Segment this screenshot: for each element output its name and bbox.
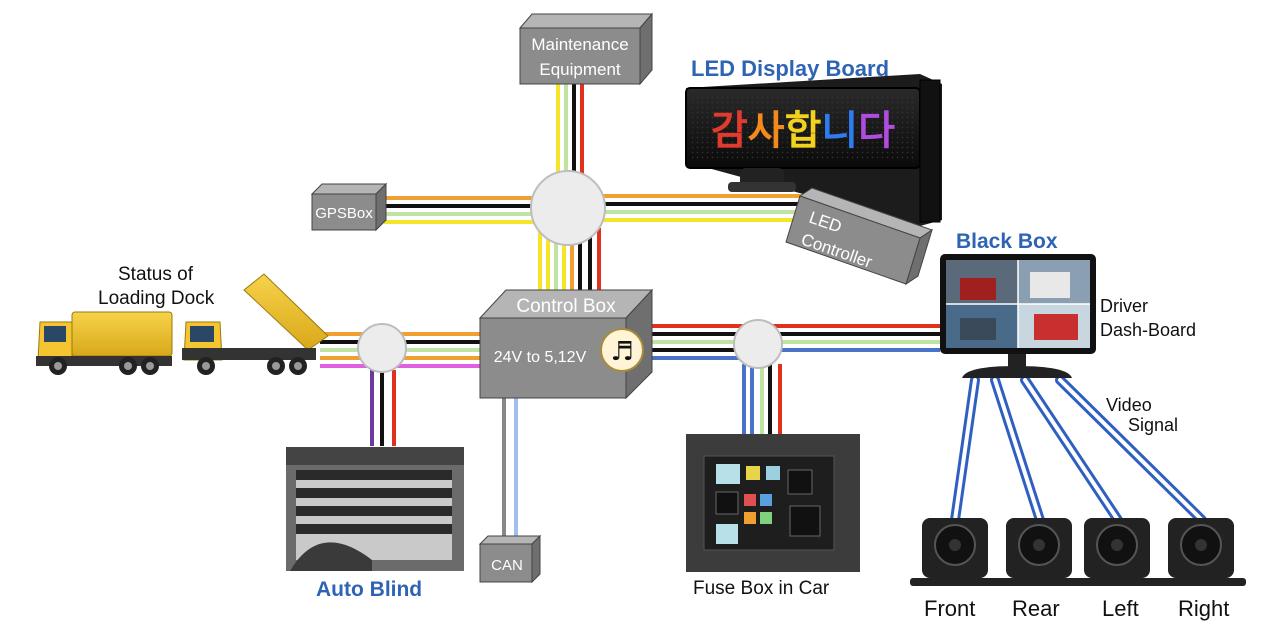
camera-rear [994,518,1084,586]
led-char: 다 [858,108,895,154]
wire-bundle-gps [384,196,540,224]
control-box: ♬ [478,288,654,400]
camera-label-left: Left [1102,596,1139,621]
led-controller-box [785,187,934,286]
wire-bundle-can [502,398,518,536]
control-box-title: Control Box [516,296,616,317]
video-label-2: Signal [1128,415,1179,435]
svg-text:♬: ♬ [610,337,633,367]
dashboard-monitor [940,254,1096,378]
gps-box [310,182,388,232]
loading-dock-label-2: Loading Dock [98,288,215,309]
auto-blind-title: Auto Blind [316,578,423,601]
camera-right [1156,518,1246,586]
music-note-icon [600,328,644,372]
led-display-board-title: LED Display Board [691,56,890,81]
led-char: 합 [785,108,822,154]
can-label: CAN [491,557,523,574]
led-char: 감 [711,108,748,154]
led-display-board [685,74,942,226]
black-box-title: Black Box [956,230,1058,253]
hub-right [733,319,783,369]
led-char: 니 [821,108,858,154]
camera-left [1072,518,1162,586]
wire-bundle-led-controller [600,194,805,222]
maintenance-label-1: Maintenance [531,35,628,54]
maintenance-label-2: Equipment [539,60,621,79]
video-signal-cables [950,375,1207,525]
led-char: 사 [748,108,785,154]
wire-bundle-maintenance [556,82,584,186]
wire-bundle-auto-blind [370,370,396,446]
maintenance-equipment-box [518,12,654,86]
camera-label-rear: Rear [1012,596,1060,621]
driver-label-1: Driver [1100,296,1148,316]
camera-front [910,518,1000,586]
wire-bundle-dashboard [652,324,940,360]
can-box [478,534,542,584]
hub-top [530,170,606,246]
wire-bundle-fuse [742,364,782,434]
led-display-text: 감사합니다 [711,108,895,154]
control-box-voltage: 24V to 5,12V [494,349,587,366]
video-label-1: Video [1106,395,1152,415]
gps-label: GPSBox [315,205,373,222]
dump-truck-unloading [182,273,329,375]
dump-truck-loaded [36,311,173,375]
fuse-box-label: Fuse Box in Car [693,578,830,599]
fuse-box-photo [686,434,860,572]
camera-label-right: Right [1178,596,1230,621]
camera-label-front: Front [924,596,976,621]
hub-left [357,323,407,373]
driver-label-2: Dash-Board [1100,320,1197,340]
auto-blind-photo [286,447,464,571]
loading-dock-label-1: Status of [118,264,193,285]
